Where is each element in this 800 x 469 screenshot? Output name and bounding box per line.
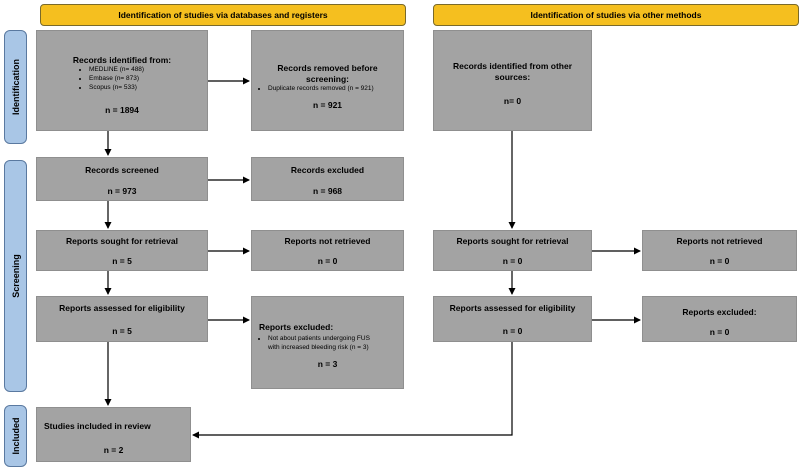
records-removed-title: Records removed before <box>277 63 378 73</box>
other-reports-sought-box: Reports sought for retrieval n = 0 <box>433 230 592 271</box>
records-screened-title: Records screened <box>85 165 159 175</box>
reports-assessed-count: n = 5 <box>112 326 132 336</box>
other-records-identified-title: Records identified from other <box>452 61 572 71</box>
records-identified-box: Records identified from: MEDLINE (n= 488… <box>36 30 208 131</box>
records-identified-count: n = 1894 <box>105 105 139 115</box>
reports-excluded-box: Reports excluded: Not about patients und… <box>251 296 404 389</box>
included-phase-label: Included <box>4 405 27 467</box>
databases-header: Identification of studies via databases … <box>40 4 406 26</box>
records-excluded-box: Records excluded n = 968 <box>251 157 404 201</box>
records-removed-reasons: Duplicate records removed (n = 921) <box>256 84 374 93</box>
records-removed-title-2: screening: <box>306 74 349 84</box>
other-methods-header: Identification of studies via other meth… <box>433 4 799 26</box>
other-methods-header-text: Identification of studies via other meth… <box>530 10 702 20</box>
reports-assessed-box: Reports assessed for eligibility n = 5 <box>36 296 208 342</box>
other-reports-not-retrieved-box: Reports not retrieved n = 0 <box>642 230 797 271</box>
records-excluded-title: Records excluded <box>290 165 365 175</box>
reports-excluded-count: n = 3 <box>317 359 338 369</box>
reports-sought-box: Reports sought for retrieval n = 5 <box>36 230 208 271</box>
other-reports-sought-title: Reports sought for retrieval <box>456 236 569 246</box>
reports-not-retrieved-box: Reports not retrieved n = 0 <box>251 230 404 271</box>
studies-included-title: Studies included in review <box>44 421 151 431</box>
other-reports-excluded-count: n = 0 <box>709 327 730 337</box>
reports-sought-count: n = 5 <box>112 256 132 266</box>
databases-header-text: Identification of studies via databases … <box>118 10 328 20</box>
reports-not-retrieved-title: Reports not retrieved <box>284 236 371 246</box>
other-reports-assessed-count: n = 0 <box>502 326 523 336</box>
exclusion-reason-continued: with increased bleeding risk (n = 3) <box>268 344 369 351</box>
other-records-identified-count: n= 0 <box>503 96 522 106</box>
other-reports-assessed-title: Reports assessed for eligibility <box>449 303 576 313</box>
records-identified-title: Records identified from: <box>72 55 172 65</box>
records-removed-count: n = 921 <box>312 100 343 110</box>
source-medline: MEDLINE (n= 488) <box>89 65 144 74</box>
other-reports-not-retrieved-count: n = 0 <box>709 256 730 266</box>
source-embase: Embase (n= 873) <box>89 74 144 83</box>
other-reports-assessed-box: Reports assessed for eligibility n = 0 <box>433 296 592 342</box>
source-scopus: Scopus (n= 533) <box>89 83 144 92</box>
records-screened-count: n = 973 <box>107 186 137 196</box>
studies-included-count: n = 2 <box>103 445 124 455</box>
duplicate-records-item: Duplicate records removed (n = 921) <box>268 84 374 93</box>
identification-phase-label: Identification <box>4 30 27 144</box>
other-reports-sought-count: n = 0 <box>502 256 523 266</box>
reports-excluded-reasons: Not about patients undergoing FUS with i… <box>256 334 370 352</box>
records-removed-box: Records removed before screening: Duplic… <box>251 30 404 131</box>
reports-assessed-title: Reports assessed for eligibility <box>59 303 185 313</box>
exclusion-reason-item: Not about patients undergoing FUS <box>268 334 370 343</box>
studies-included-box: Studies included in review n = 2 <box>36 407 191 462</box>
reports-sought-title: Reports sought for retrieval <box>66 236 178 246</box>
arrow-other-assessed-to-included <box>192 342 513 439</box>
records-screened-box: Records screened n = 973 <box>36 157 208 201</box>
other-reports-excluded-title: Reports excluded: <box>682 307 757 317</box>
reports-not-retrieved-count: n = 0 <box>317 256 338 266</box>
records-excluded-count: n = 968 <box>312 186 343 196</box>
other-reports-excluded-box: Reports excluded: n = 0 <box>642 296 797 342</box>
reports-excluded-title: Reports excluded: <box>259 322 334 332</box>
other-records-identified-box: Records identified from other sources: n… <box>433 30 592 131</box>
records-identified-sources: MEDLINE (n= 488) Embase (n= 873) Scopus … <box>77 65 144 92</box>
other-records-identified-title-2: sources: <box>494 72 531 82</box>
screening-phase-label: Screening <box>4 160 27 392</box>
other-reports-not-retrieved-title: Reports not retrieved <box>676 236 763 246</box>
